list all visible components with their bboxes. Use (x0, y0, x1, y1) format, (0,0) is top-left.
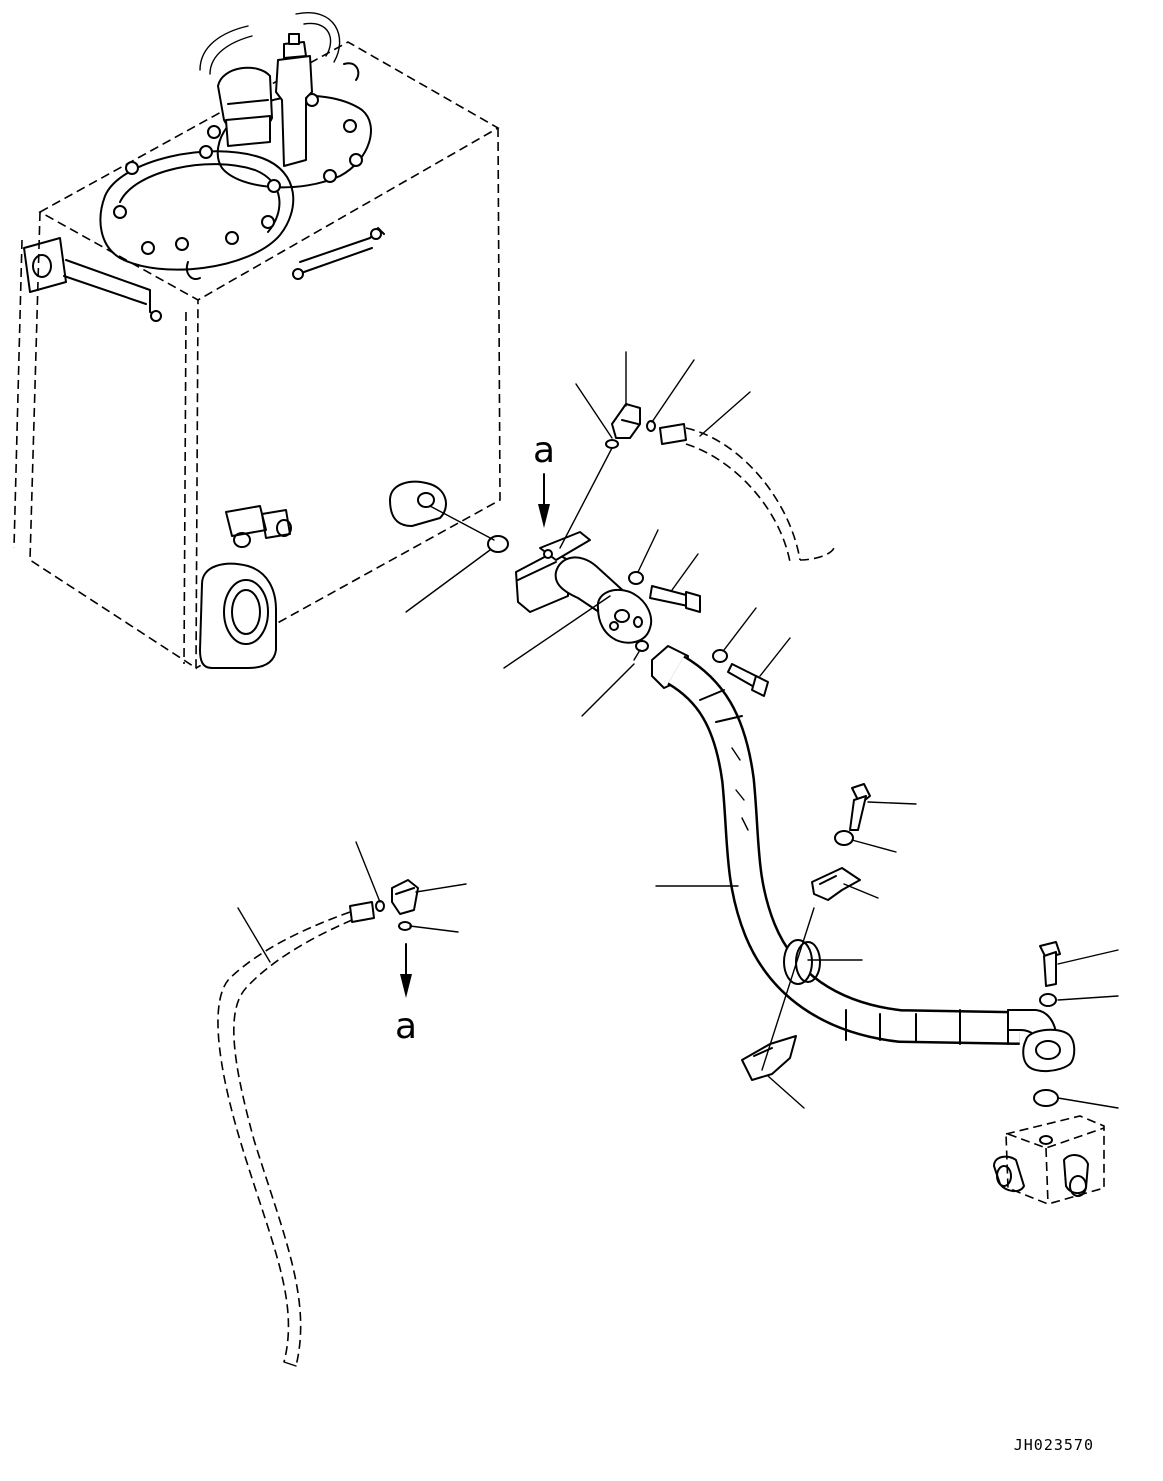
hose-clamp-ring (783, 939, 821, 985)
upper-hose (659, 423, 835, 563)
o-ring-tank (487, 535, 509, 553)
tank-brackets (23, 227, 385, 322)
bolt-elbow (649, 585, 701, 613)
suction-port (199, 480, 447, 669)
elbow-fitting-upper (605, 403, 656, 449)
o-ring-elbow (635, 640, 649, 652)
view-label-lower: a (395, 1006, 417, 1047)
clamp-lower (741, 1035, 797, 1081)
washer-elbow (628, 571, 644, 585)
tank-filter (199, 12, 360, 167)
elbow-fitting-lower (375, 879, 419, 931)
clamp-washer (834, 830, 854, 846)
washer-hose-flange (712, 649, 728, 663)
bolt-valve (1039, 941, 1061, 987)
view-label-upper: a (533, 430, 555, 471)
hydraulic-tank (13, 12, 501, 670)
drawing-code: JH023570 (1014, 1436, 1094, 1454)
control-valve (993, 1115, 1105, 1205)
leader-lines (237, 351, 1119, 1109)
view-arrow-upper: a (533, 430, 555, 528)
cover-bolts (113, 93, 363, 255)
view-arrow-lower: a (395, 943, 417, 1047)
main-hose (651, 645, 1076, 1072)
suction-elbow (515, 531, 653, 644)
bolt-hose-flange (727, 663, 769, 697)
washer-valve (1039, 993, 1057, 1007)
o-ring-valve (1033, 1089, 1059, 1107)
clamp-upper (811, 867, 861, 901)
clamp-bolt (849, 783, 871, 831)
tank-fittings (225, 505, 292, 548)
lower-hose (217, 901, 375, 1367)
